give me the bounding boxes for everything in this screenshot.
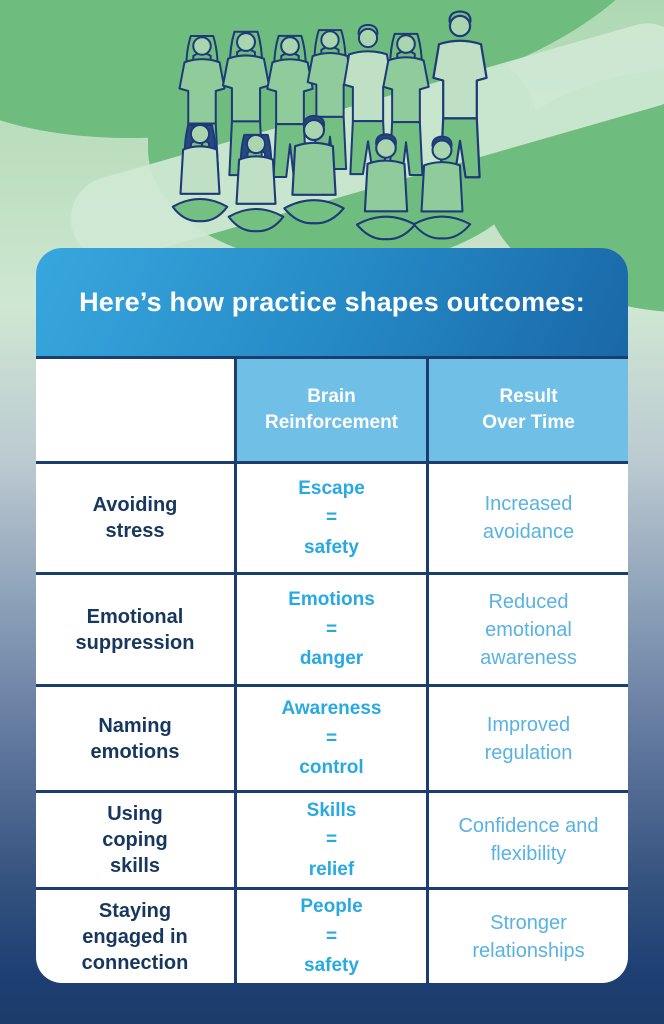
reinforcement-value: Escape = safety <box>234 464 426 572</box>
table-row: Staying engaged in connection People = s… <box>36 887 628 983</box>
column-header-result-over-time: Result Over Time <box>426 359 628 461</box>
practice-label: Emotional suppression <box>75 605 195 654</box>
outcomes-table-card: Here’s how practice shapes outcomes: Bra… <box>36 248 628 983</box>
result-value: Stronger relationships <box>426 890 628 983</box>
page-title: Here’s how practice shapes outcomes: <box>79 286 585 317</box>
reinforcement-value: Awareness = control <box>234 687 426 790</box>
result-value: Increased avoidance <box>426 464 628 572</box>
group-of-teens-illustration <box>171 10 488 241</box>
reinforcement-value: Emotions = danger <box>234 575 426 684</box>
practice-label: Naming emotions <box>90 714 180 763</box>
corner-cell <box>36 359 234 461</box>
table-row: Naming emotions Awareness = control Impr… <box>36 684 628 790</box>
reinforcement-value: People = safety <box>234 890 426 983</box>
reinforcement-value: Skills = relief <box>234 793 426 887</box>
table-header-row: Brain Reinforcement Result Over Time <box>36 356 628 461</box>
result-value: Confidence and flexibility <box>426 793 628 887</box>
result-value: Improved regulation <box>426 687 628 790</box>
table-row: Using coping skills Skills = relief Conf… <box>36 790 628 887</box>
table-row: Emotional suppression Emotions = danger … <box>36 572 628 684</box>
result-value: Reduced emotional awareness <box>426 575 628 684</box>
column-header-brain-reinforcement: Brain Reinforcement <box>234 359 426 461</box>
practice-label: Using coping skills <box>102 803 168 877</box>
table-title-bar: Here’s how practice shapes outcomes: <box>36 248 628 356</box>
practice-label: Staying engaged in connection <box>81 899 189 974</box>
table-row: Avoiding stress Escape = safety Increase… <box>36 461 628 572</box>
practice-label: Avoiding stress <box>92 494 178 542</box>
